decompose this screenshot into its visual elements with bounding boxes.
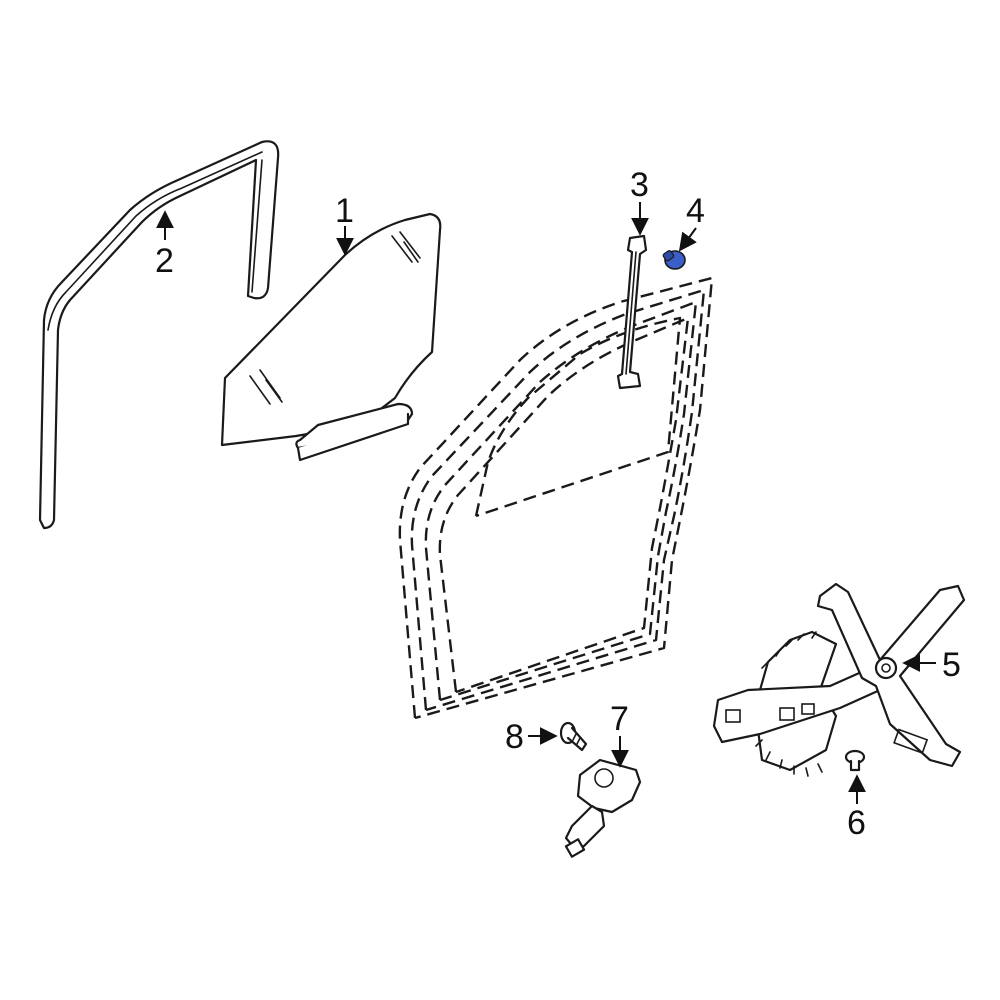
leader-4 bbox=[678, 227, 697, 252]
callout-3: 3 bbox=[630, 166, 649, 204]
door-shell-outline bbox=[398, 276, 714, 720]
glass-guide-channel[interactable] bbox=[616, 234, 648, 390]
callout-7: 7 bbox=[610, 700, 629, 738]
regulator-bolt[interactable] bbox=[844, 749, 866, 772]
callout-2: 2 bbox=[155, 242, 174, 280]
window-motor[interactable] bbox=[564, 758, 642, 858]
motor-screw[interactable] bbox=[559, 721, 588, 752]
callout-6: 6 bbox=[847, 804, 866, 842]
glass-run-channel[interactable] bbox=[38, 140, 280, 530]
callout-5: 5 bbox=[942, 646, 961, 684]
door-glass[interactable] bbox=[220, 212, 442, 462]
callout-4: 4 bbox=[686, 192, 705, 230]
callout-1: 1 bbox=[335, 192, 354, 230]
guide-bolt[interactable] bbox=[662, 250, 686, 270]
callout-8: 8 bbox=[505, 718, 524, 756]
window-regulator[interactable] bbox=[712, 582, 966, 777]
